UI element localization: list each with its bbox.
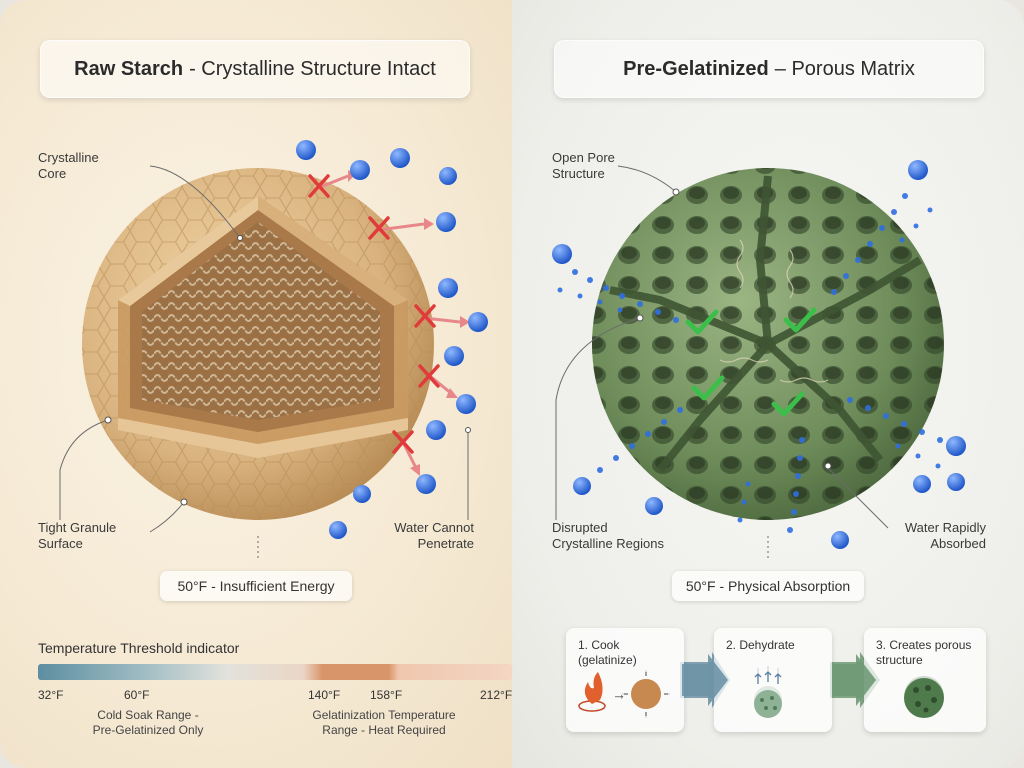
tick-32f: 32°F (38, 688, 64, 702)
temperature-threshold-bar (38, 664, 512, 680)
left-water-molecules (296, 140, 488, 539)
pregelatinized-title: Pre-Gelatinized– Porous Matrix (554, 40, 984, 98)
tight-granule-surface-label: Tight Granule Surface (38, 520, 117, 551)
tick-60f: 60°F (124, 688, 150, 702)
crystalline-core-label: Crystalline Core (38, 150, 99, 181)
disrupted-crystalline-label: Disrupted Crystalline Regions (552, 520, 664, 551)
cold-soak-range-note: Cold Soak Range - Pre-Gelatinized Only (92, 708, 204, 737)
right-temperature-note: 50°F - Physical Absorption (672, 571, 864, 601)
raw-starch-title: Raw Starch- Crystalline Structure Intact (40, 40, 470, 98)
open-pore-structure-label: Open Pore Structure (552, 150, 615, 181)
porous-starch-granule (592, 168, 944, 520)
water-cannot-penetrate-label: Water Cannot Penetrate (394, 520, 474, 551)
tick-140f: 140°F (308, 688, 341, 702)
left-leader-lines (59, 165, 471, 560)
left-temperature-note: 50°F - Insufficient Energy (160, 571, 352, 601)
raw-starch-granule (82, 168, 434, 520)
tick-158f: 158°F (370, 688, 403, 702)
temperature-threshold-title: Temperature Threshold indicator (38, 640, 240, 656)
tick-212f: 212°F (480, 688, 513, 702)
absorbed-water-streams (552, 160, 966, 549)
absorption-check-marks (685, 307, 817, 417)
step-dehydrate: 2. Dehydrate (714, 628, 832, 732)
step-cook: 1. Cook(gelatinize) (566, 628, 684, 732)
right-leader-lines (555, 165, 889, 560)
gelatinization-range-note: Gelatinization Temperature Range - Heat … (312, 708, 456, 737)
water-rapidly-absorbed-label: Water Rapidly Absorbed (904, 520, 986, 551)
